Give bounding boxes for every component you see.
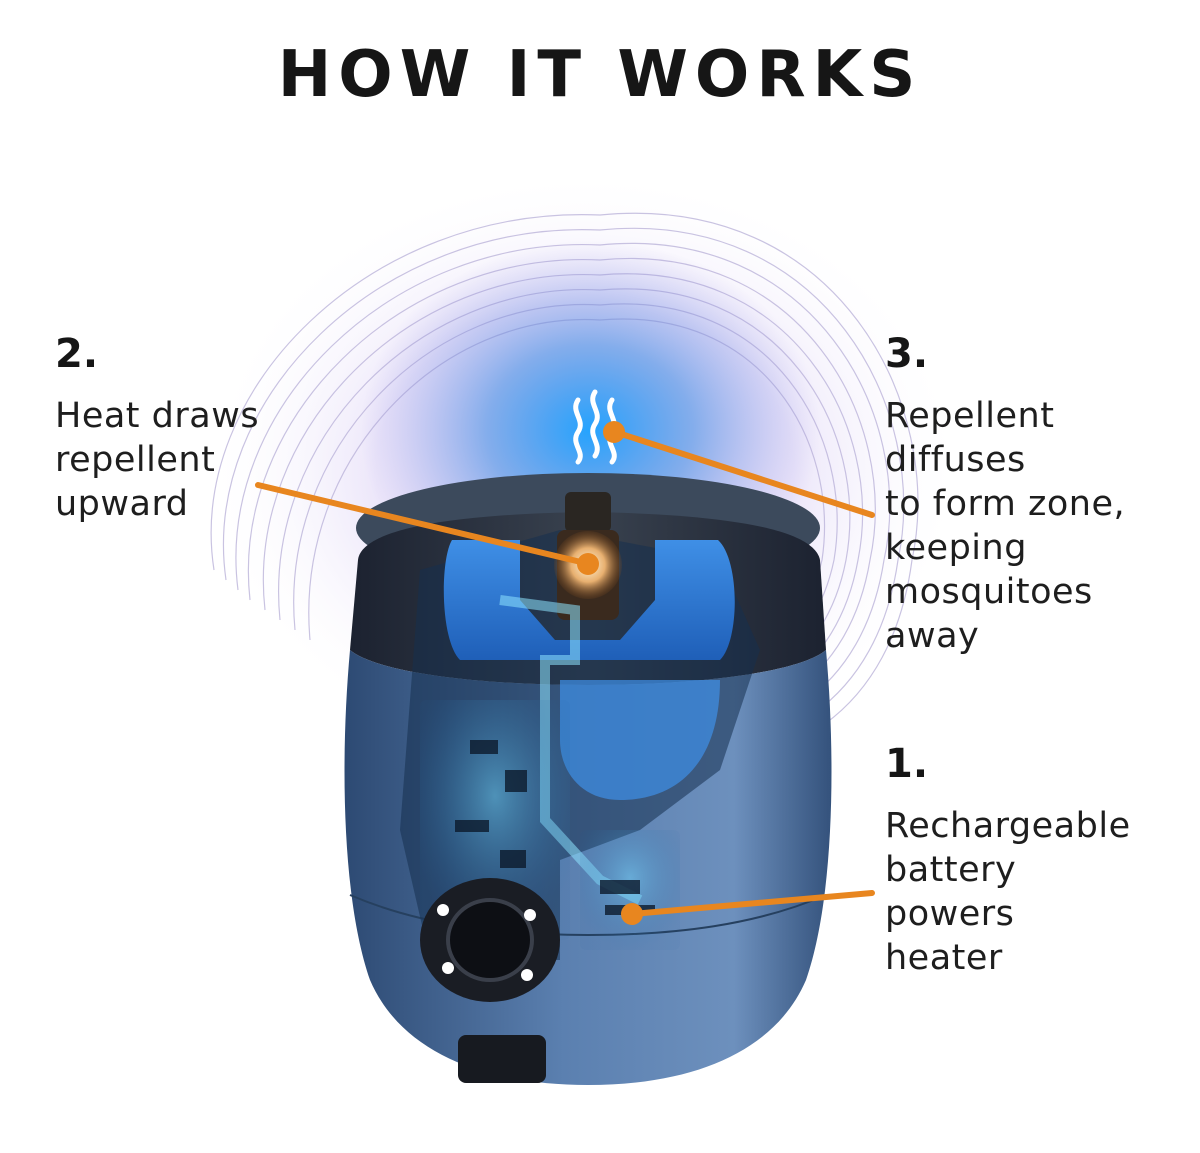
repellent-reservoir (560, 680, 720, 800)
leader-dots (577, 421, 643, 925)
repellent-cup (443, 540, 735, 660)
led-indicators (437, 904, 536, 981)
page-title: HOW IT WORKS (277, 38, 923, 112)
leader-line-1 (629, 890, 875, 917)
callout-step-2: 2. Heat draws repellent upward (55, 332, 259, 526)
charge-port (458, 1035, 546, 1083)
circuit-board-left (420, 700, 570, 940)
callout-step-3: 3. Repellent diffuses to form zone, keep… (885, 332, 1125, 658)
heater-cap (565, 492, 611, 532)
step-description: Rechargeable battery powers heater (885, 806, 1131, 978)
step-description: Heat draws repellent upward (55, 396, 260, 524)
step-number: 3. (885, 331, 929, 377)
step-number: 1. (885, 741, 929, 787)
leader-line-3 (612, 429, 875, 518)
leader-lines (255, 429, 875, 917)
leader-line-2 (255, 482, 588, 566)
callout-step-1: 1. Rechargeable battery powers heater (885, 742, 1131, 980)
step-number: 2. (55, 331, 99, 377)
power-button (446, 898, 534, 982)
step-description: Repellent diffuses to form zone, keeping… (885, 396, 1126, 656)
